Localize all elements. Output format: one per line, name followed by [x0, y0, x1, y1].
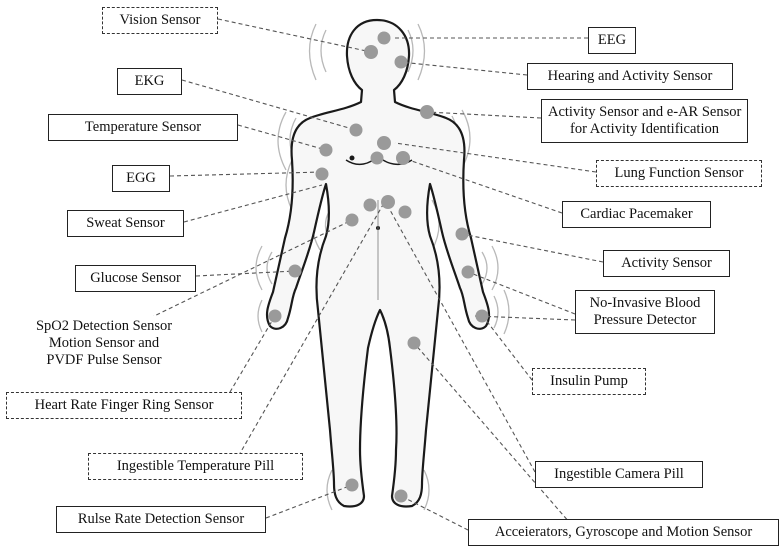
- label-spo2-line3: PVDF Pulse Sensor: [18, 352, 190, 369]
- sensor-dot: [364, 199, 377, 212]
- label-cardiac-pacemaker: Cardiac Pacemaker: [562, 201, 711, 228]
- label-lung-function-sensor: Lung Function Sensor: [596, 160, 762, 187]
- label-pulse-rate-detection-sensor: Rulse Rate Detection Sensor: [56, 506, 266, 533]
- label-activity-sensor: Activity Sensor: [603, 250, 730, 277]
- label-bp-line1: No-Invasive Blood: [582, 295, 708, 312]
- label-activity-ear-line1: Activity Sensor and e-AR Sensor: [548, 104, 741, 121]
- sensor-dot: [462, 266, 475, 279]
- sensor-dot: [289, 265, 302, 278]
- sensor-dot: [408, 337, 421, 350]
- sensor-dot: [377, 136, 391, 150]
- label-vision-sensor: Vision Sensor: [102, 7, 218, 34]
- sensor-dot: [476, 310, 489, 323]
- label-ingestible-camera-pill: Ingestible Camera Pill: [535, 461, 703, 488]
- label-hearing-activity-sensor: Hearing and Activity Sensor: [527, 63, 733, 90]
- sensor-dot: [350, 124, 363, 137]
- sensor-dot: [316, 168, 329, 181]
- label-blood-pressure-detector: No-Invasive Blood Pressure Detector: [575, 290, 715, 334]
- sensor-dot: [378, 32, 391, 45]
- label-spo2-line1: SpO2 Detection Sensor: [18, 318, 190, 335]
- body-outline: [267, 20, 489, 507]
- label-sweat-sensor: Sweat Sensor: [67, 210, 184, 237]
- sensor-dot: [364, 45, 378, 59]
- label-bp-line2: Pressure Detector: [582, 312, 708, 329]
- label-heart-rate-finger-ring: Heart Rate Finger Ring Sensor: [6, 392, 242, 419]
- label-temperature-sensor: Temperature Sensor: [48, 114, 238, 141]
- label-glucose-sensor: Glucose Sensor: [75, 265, 196, 292]
- sensor-dot: [395, 56, 408, 69]
- label-activity-ear-line2: for Activity Identification: [548, 121, 741, 138]
- label-ingestible-temperature-pill: Ingestible Temperature Pill: [88, 453, 303, 480]
- label-spo2-motion-pvdf-sensor: SpO2 Detection Sensor Motion Sensor and …: [14, 316, 194, 371]
- sensor-dot: [399, 206, 412, 219]
- label-spo2-line2: Motion Sensor and: [18, 335, 190, 352]
- label-ekg: EKG: [117, 68, 182, 95]
- sensor-dot: [456, 228, 469, 241]
- label-eeg: EEG: [588, 27, 636, 54]
- sensor-dot: [320, 144, 333, 157]
- sensor-dot: [371, 152, 384, 165]
- sensor-dot: [396, 151, 410, 165]
- sensor-dot: [346, 479, 359, 492]
- sensor-dot: [269, 310, 282, 323]
- sensor-dot: [420, 105, 434, 119]
- sensor-dot: [395, 490, 408, 503]
- label-activity-ear-sensor: Activity Sensor and e-AR Sensor for Acti…: [541, 99, 748, 143]
- sensor-dot: [346, 214, 359, 227]
- sensor-dot: [381, 195, 395, 209]
- label-insulin-pump: Insulin Pump: [532, 368, 646, 395]
- label-accelerators-gyroscope-motion: Acceierators, Gyroscope and Motion Senso…: [468, 519, 779, 546]
- label-egg: EGG: [112, 165, 170, 192]
